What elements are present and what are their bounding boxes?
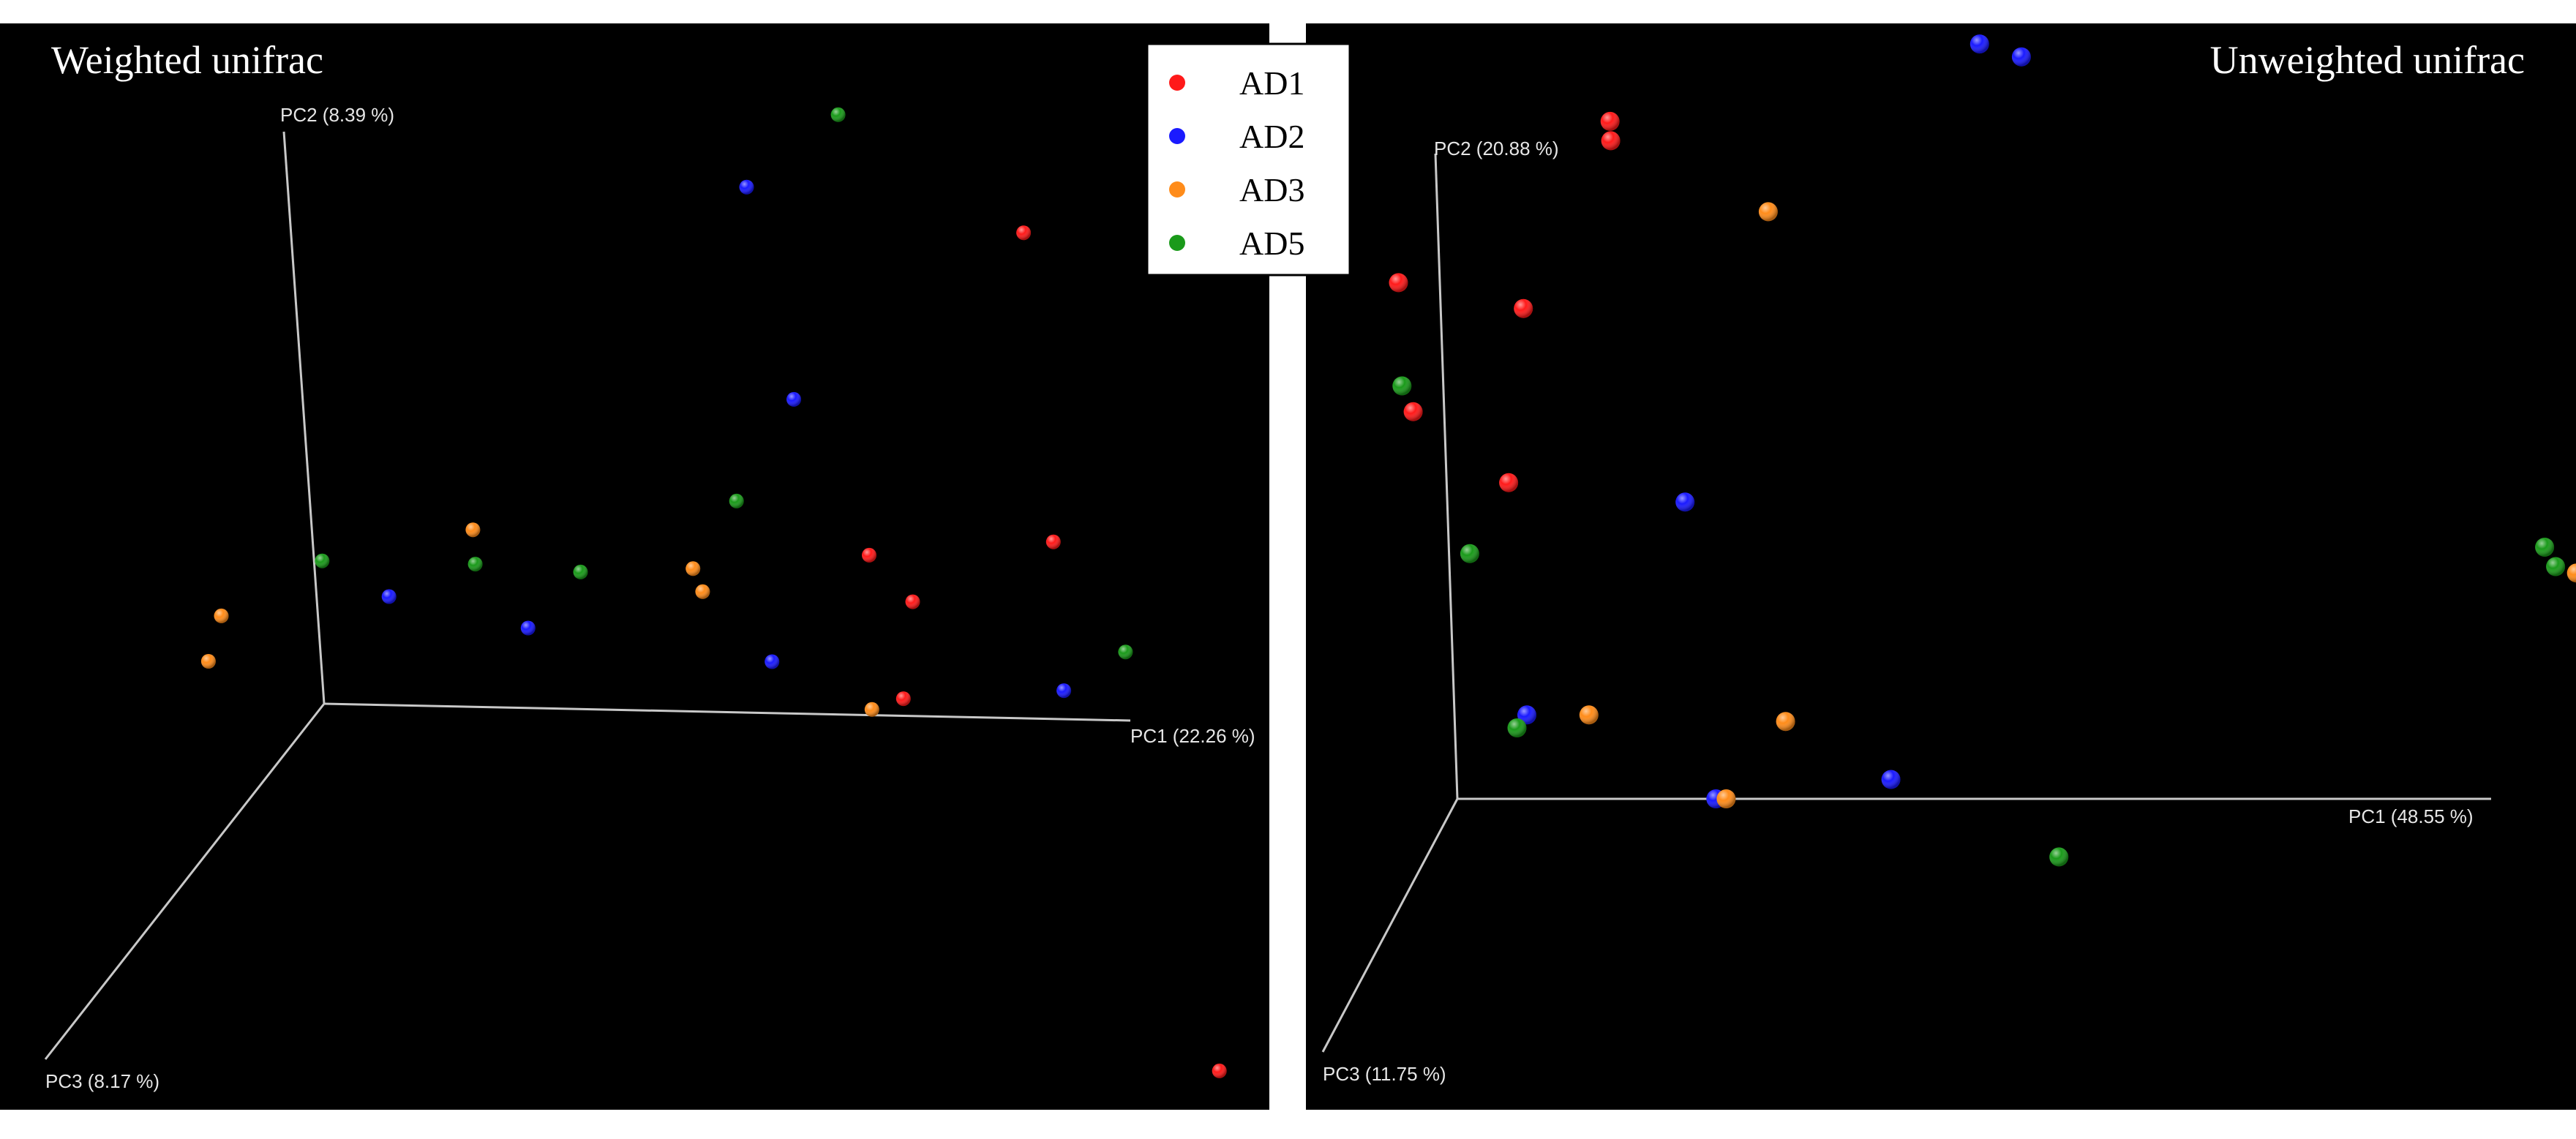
unweighted-point-shade [1601,131,1621,151]
unweighted-point-shade [1460,544,1479,563]
unweighted-pc2-axis [1434,153,1459,800]
unweighted-point-shade [1389,273,1408,293]
unweighted-point-shade [1499,473,1519,492]
unweighted-point-shade [1600,111,1620,131]
weighted-point-shade [739,179,754,195]
weighted-point-shade [315,553,330,568]
unweighted-points [1389,34,2576,867]
weighted-point-shade [1212,1063,1227,1078]
unweighted-unifrac-panel: Unweighted unifrac PC1 (48.55 %) PC2 (20… [1306,23,2576,1110]
unweighted-point-shade [2546,557,2566,576]
unweighted-point-shade [1675,492,1695,512]
legend-label-ad3: AD3 [1239,171,1304,208]
legend-marker-ad2 [1169,128,1185,144]
unweighted-point-shade [1881,770,1901,789]
weighted-axes: PC1 (22.26 %) PC2 (8.39 %) PC3 (8.17 %) [44,104,1255,1092]
weighted-point-shade [573,564,588,579]
weighted-point-shade [895,691,911,707]
weighted-point-shade [1056,683,1072,699]
weighted-point-shade [686,561,701,576]
weighted-point-shade [830,107,846,122]
legend-marker-ad3 [1169,181,1185,198]
weighted-panel-background [0,23,1269,1110]
unweighted-point-shade [2535,538,2555,557]
weighted-points [200,107,1227,1078]
weighted-point-shade [786,391,801,407]
unweighted-point-shade [2566,563,2576,583]
legend-marker-ad1 [1169,75,1185,91]
weighted-point-shade [465,522,481,538]
unweighted-axes: PC1 (48.55 %) PC2 (20.88 %) PC3 (11.75 %… [1321,138,2491,1085]
unweighted-point-shade [2049,847,2069,867]
unweighted-panel-background [1306,23,2576,1110]
unweighted-point-shade [1776,712,1795,732]
unweighted-pc3-label: PC3 (11.75 %) [1323,1063,1446,1085]
legend-label-ad2: AD2 [1239,118,1304,155]
weighted-point-shade [467,557,483,572]
weighted-point-shade [729,493,744,508]
unweighted-point-shade [1758,202,1778,222]
weighted-panel-title: Weighted unifrac [51,38,323,82]
legend-label-ad1: AD1 [1239,64,1304,102]
weighted-pc3-axis [44,703,326,1060]
legend-label-ad5: AD5 [1239,225,1304,262]
weighted-point-shade [381,589,397,604]
unweighted-panel-title: Unweighted unifrac [2210,38,2525,82]
weighted-pc1-label: PC1 (22.26 %) [1130,725,1255,747]
unweighted-pc3-axis [1321,798,1459,1053]
weighted-point-shade [864,702,879,717]
weighted-point-shade [695,584,710,599]
unweighted-point-shade [1517,705,1536,725]
unweighted-point-shade [2011,47,2031,67]
unweighted-point-shade [1579,705,1599,725]
weighted-point-shade [862,547,876,563]
unweighted-point-shade [1514,298,1533,318]
weighted-point-shade [520,620,536,636]
weighted-point-shade [1118,644,1133,660]
weighted-point-shade [214,608,229,623]
weighted-pc2-axis [282,131,326,704]
weighted-pc1-axis [323,702,1131,722]
unweighted-point-shade [1716,789,1736,808]
legend-marker-ad5 [1169,235,1185,251]
weighted-point-shade [1045,534,1061,549]
unweighted-point-shade [1403,402,1423,421]
unweighted-point-shade [1392,376,1412,396]
weighted-point-shade [765,654,780,669]
weighted-pc2-label: PC2 (8.39 %) [280,104,394,126]
weighted-point-shade [1016,225,1032,241]
weighted-unifrac-panel: Weighted unifrac PC1 (22.26 %) PC2 (8.39… [0,23,1269,1110]
unweighted-point-shade [1969,34,1989,54]
unweighted-pc2-label: PC2 (20.88 %) [1434,138,1559,159]
weighted-pc3-label: PC3 (8.17 %) [45,1070,159,1092]
weighted-point-shade [200,654,216,669]
unweighted-point-shade [1507,718,1527,737]
weighted-point-shade [905,594,920,609]
unweighted-pc1-label: PC1 (48.55 %) [2348,805,2474,827]
